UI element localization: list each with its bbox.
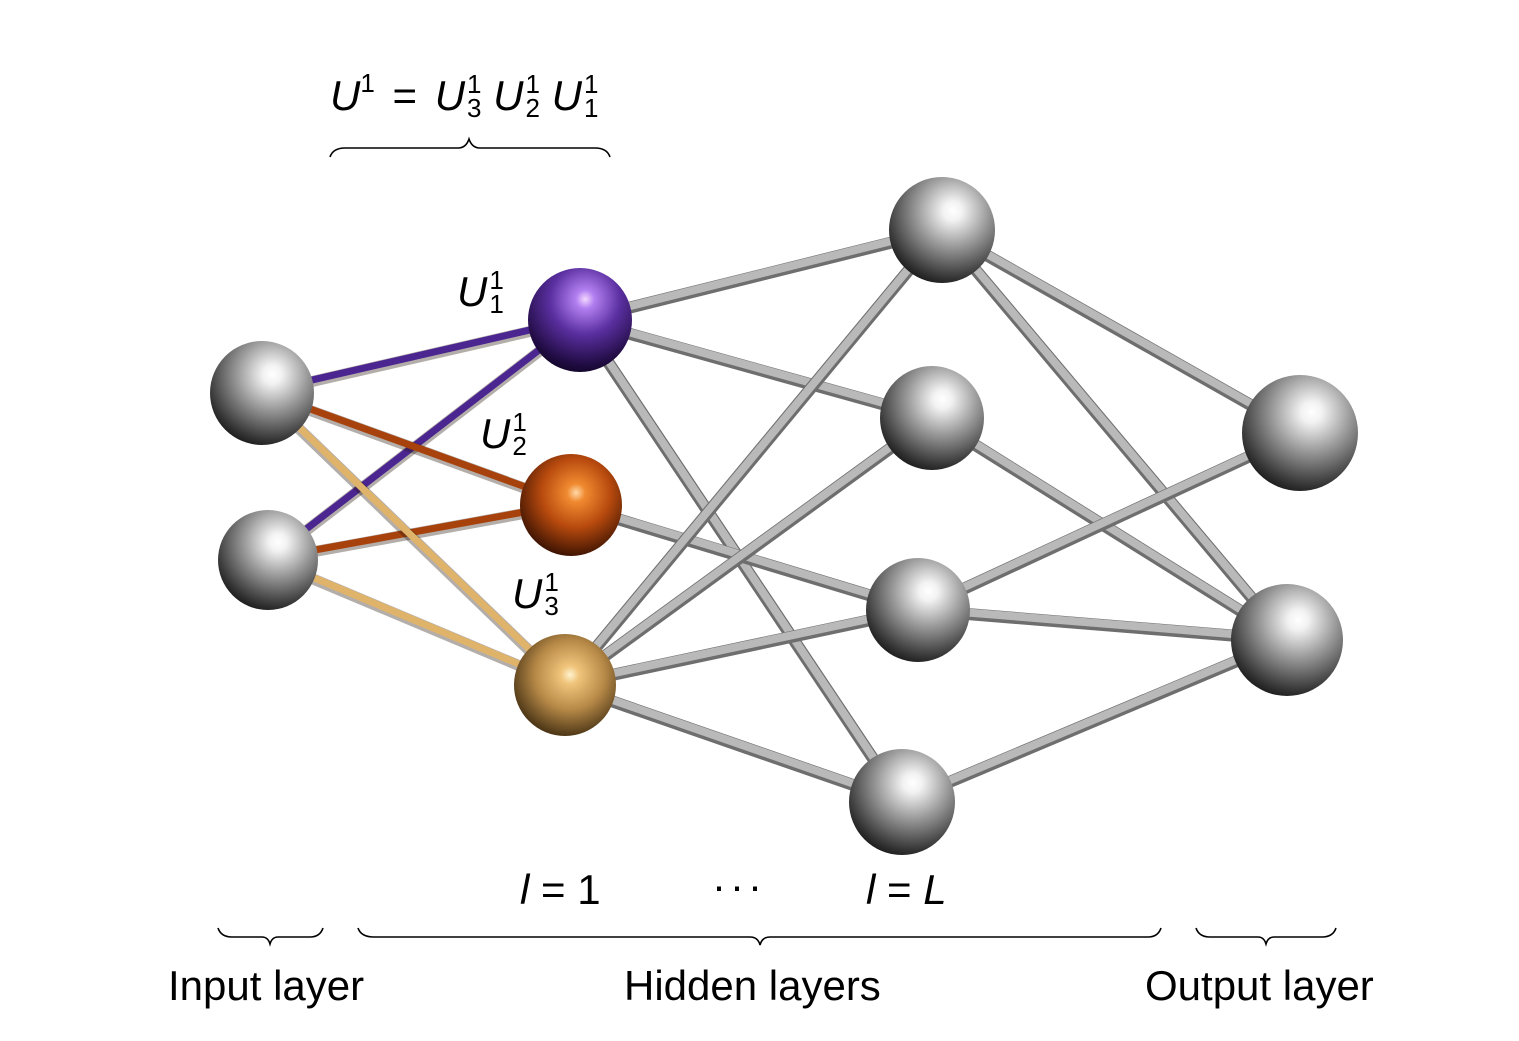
unitary-sub: 1: [489, 289, 504, 319]
node-h2c-sphere: [866, 558, 970, 662]
node-h2a-sphere: [889, 177, 995, 283]
edge-h2a-o1: [940, 225, 1302, 435]
unitary-symbol: U: [512, 570, 543, 617]
edge-h2c-o2: [917, 604, 1288, 643]
eq-factor-symbol: U: [551, 72, 582, 119]
node-in1-sphere: [210, 341, 314, 445]
edge-h1c-h2a: [561, 225, 946, 687]
edge-in2-h1c: [266, 555, 567, 687]
edge-h1c-h2c: [564, 604, 919, 688]
edge-h1c-h2d: [563, 679, 904, 805]
edge-in1-h1c: [259, 388, 568, 687]
layer-index-last: l = L: [866, 866, 947, 914]
unitary-sub: 2: [512, 431, 527, 461]
eq-lhs-sup: 1: [360, 68, 375, 98]
edge-h1c-h2b: [562, 413, 935, 687]
edge-h1a-h2b: [578, 314, 934, 421]
input-layer-label: Input layer: [168, 962, 365, 1009]
eq-factor-symbol: U: [493, 72, 524, 119]
eq-factor-sup: 1: [584, 69, 599, 99]
node-h2d-sphere: [849, 749, 955, 855]
hidden-brace: [357, 927, 1162, 946]
input-brace: [217, 927, 324, 947]
edge-h2a-o2: [938, 225, 1291, 642]
unitary-sub: 3: [544, 591, 559, 621]
node-h1b-sphere: [520, 454, 622, 556]
node-h1a-sphere: [528, 268, 632, 372]
unitary-sup: 1: [512, 407, 527, 437]
edge-h2c-o1: [916, 427, 1302, 613]
node-o2-sphere: [1231, 584, 1343, 696]
eq-lhs-symbol: U: [330, 72, 361, 119]
top-brace: [329, 136, 611, 158]
layer-index-first: l = 1: [520, 866, 601, 914]
output-brace: [1195, 927, 1337, 947]
edge-in2-h1b: [267, 500, 572, 562]
edge-h2d-o2: [900, 634, 1289, 805]
edge-h1a-h2a: [579, 224, 943, 323]
eq-factor-sub: 2: [525, 93, 540, 123]
output-layer-label: Output layer: [1145, 962, 1374, 1009]
eq-equals: =: [392, 72, 418, 119]
edge-in1-h1b: [260, 388, 573, 507]
unitary-sup: 1: [544, 567, 559, 597]
edge-in1-h1a: [261, 315, 581, 395]
eq-factor-sub: 1: [584, 93, 599, 123]
edges-layer: [258, 224, 1303, 808]
hidden-layers-label: Hidden layers: [624, 962, 881, 1009]
nodes-layer: [210, 177, 1358, 855]
layer-index-eq: =: [887, 866, 912, 913]
eq-factor-symbol: U: [434, 72, 466, 119]
unitary-symbol: U: [457, 268, 488, 315]
node-h1c-sphere: [514, 634, 616, 736]
layer-index-val: 1: [577, 866, 601, 913]
layer-index-var: l: [866, 866, 876, 913]
unitary-sup: 1: [489, 265, 504, 295]
eq-factor-sup: 1: [467, 69, 482, 99]
eq-factor-sup: 1: [525, 69, 540, 99]
node-h2b-sphere: [880, 366, 984, 470]
node-in2-sphere: [218, 510, 318, 610]
unitary-symbol: U: [480, 410, 511, 457]
layer-index-var: l: [520, 866, 530, 913]
layer-index-eq: =: [541, 866, 566, 913]
node-o1-sphere: [1242, 375, 1358, 491]
edge-in2-h1a: [265, 315, 583, 562]
layer-index-val: L: [923, 866, 947, 913]
eq-factor-sub: 3: [467, 93, 482, 123]
layer-index-ellipsis: ···: [712, 862, 766, 909]
